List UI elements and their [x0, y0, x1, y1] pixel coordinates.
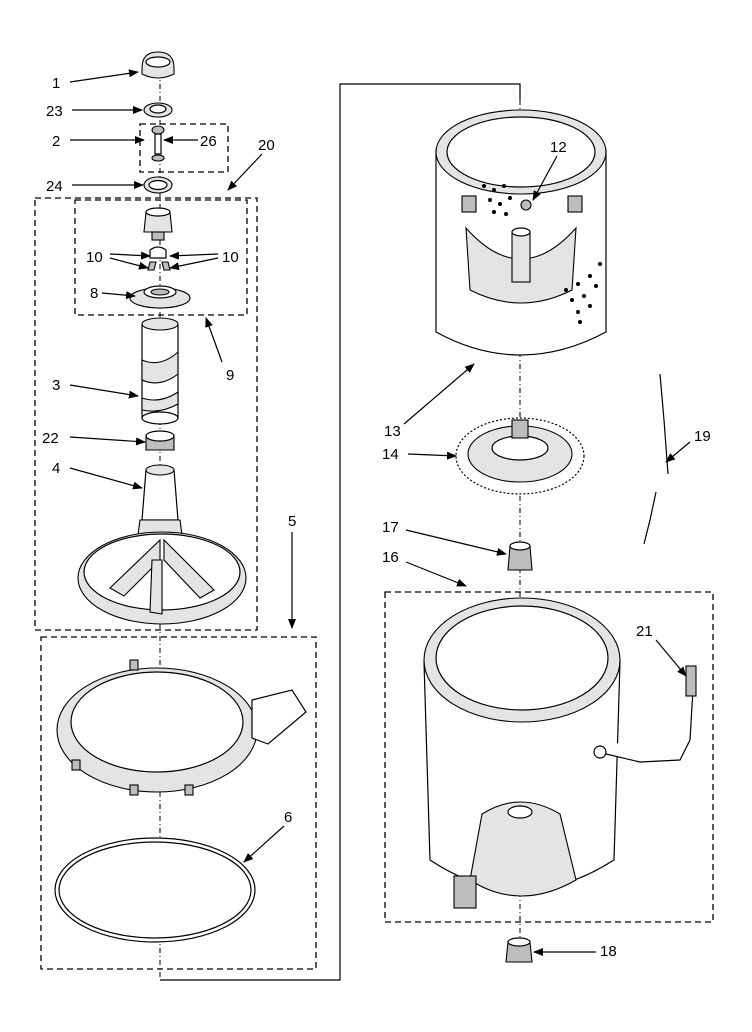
- callout-20: 20: [258, 137, 275, 154]
- part-agitator-cap: [141, 51, 175, 79]
- part-ring-24: [143, 176, 173, 194]
- part-drive-ring-14: [455, 417, 585, 495]
- callout-2: 2: [52, 133, 60, 150]
- callout-18: 18: [600, 943, 617, 960]
- callout-16: 16: [382, 549, 399, 566]
- group-box-16: [384, 591, 714, 923]
- group-box-20: [34, 197, 258, 631]
- part-agitator-barrel: [141, 317, 179, 425]
- callout-12: 12: [550, 139, 567, 156]
- callout-22: 22: [42, 430, 59, 447]
- callout-10-left: 10: [86, 249, 103, 266]
- part-hose-21: [605, 665, 697, 763]
- callout-3: 3: [52, 377, 60, 394]
- group-box-2-26: [139, 123, 229, 173]
- part-tub-ring-5: [56, 659, 307, 796]
- part-clamp-ring-6: [54, 837, 256, 943]
- connector-line: [160, 83, 521, 981]
- callout-21: 21: [636, 623, 653, 640]
- part-plug-18: [505, 937, 533, 963]
- part-bearing-8: [129, 285, 191, 309]
- part-ring-22: [145, 430, 175, 451]
- callout-14: 14: [382, 446, 399, 463]
- callout-17: 17: [382, 519, 399, 536]
- callout-8: 8: [90, 285, 98, 302]
- part-agitator-base-4: [77, 464, 247, 625]
- part-nut-17: [507, 541, 533, 571]
- part-bolt-2-26: [151, 125, 165, 162]
- part-dogs-10: [147, 246, 171, 271]
- part-basket-13: [435, 109, 607, 356]
- group-box-9: [74, 199, 248, 316]
- callout-1: 1: [52, 75, 60, 92]
- callout-4: 4: [52, 460, 60, 477]
- part-hose-19: [643, 373, 669, 545]
- callout-26: 26: [200, 133, 217, 150]
- part-outer-tub-16: [423, 597, 621, 909]
- callout-5: 5: [288, 513, 296, 530]
- callout-6: 6: [284, 809, 292, 826]
- callout-9: 9: [226, 367, 234, 384]
- callout-13: 13: [384, 423, 401, 440]
- callout-19: 19: [694, 428, 711, 445]
- callout-10-right: 10: [222, 249, 239, 266]
- leader-lines: [69, 69, 691, 956]
- part-cam: [143, 207, 173, 241]
- callout-24: 24: [46, 178, 63, 195]
- part-seal-23: [143, 102, 173, 118]
- group-box-5: [40, 636, 317, 970]
- callout-23: 23: [46, 103, 63, 120]
